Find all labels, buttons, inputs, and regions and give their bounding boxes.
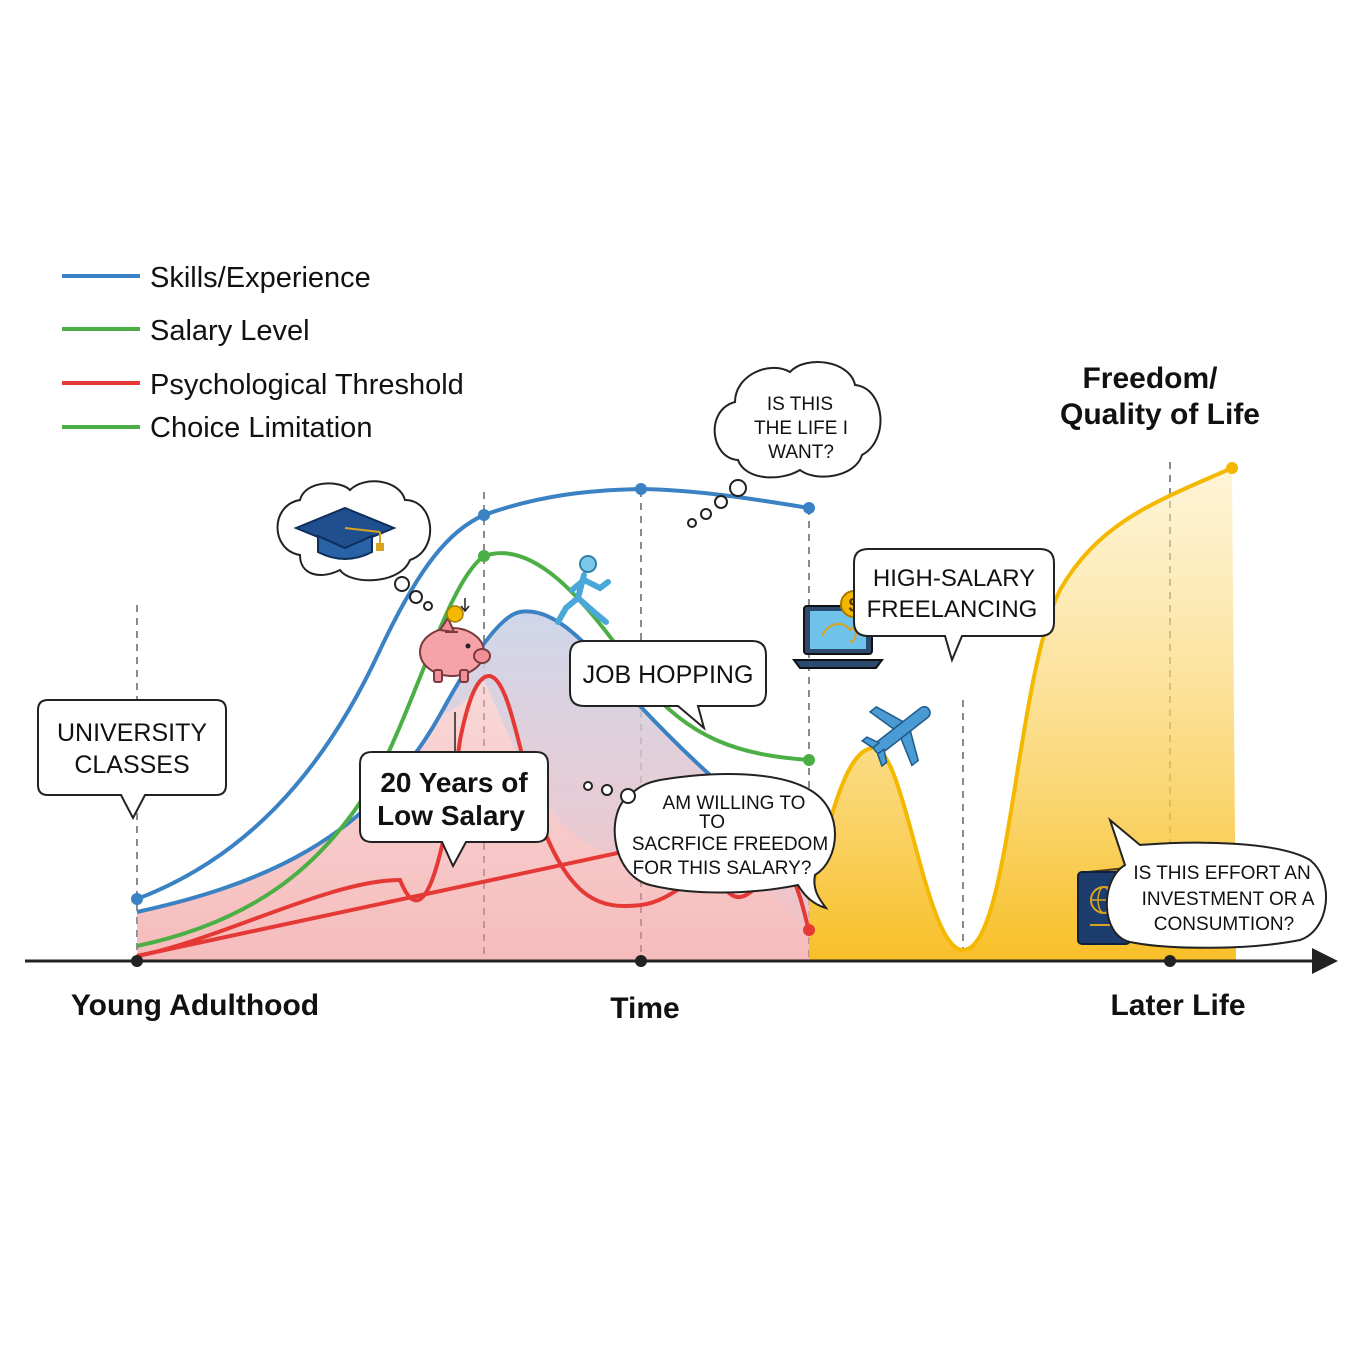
thought-dot: [620, 788, 636, 804]
freedom-title: Freedom/ Quality of Life: [1060, 362, 1260, 431]
university-bubble: [37, 699, 227, 821]
legend-label-choice: Choice Limitation: [150, 412, 372, 444]
point-salary-end: [803, 754, 815, 766]
investment-bubble: [1105, 816, 1327, 949]
sacrifice-line3: SACRFICE FREEDOM: [632, 834, 828, 855]
thought-dot: [601, 784, 613, 796]
coin-icon: [446, 598, 470, 623]
point-skills-start: [131, 893, 143, 905]
freedom-curve: [807, 466, 1233, 953]
point-skills-peak: [478, 509, 490, 521]
point-salary-peak: [478, 550, 490, 562]
running-person-icon: [555, 555, 611, 625]
life-want-thought: IS THIS THE LIFE I WANT?: [687, 361, 882, 528]
low-salary-bubble: [359, 751, 549, 869]
freelancing-bubble: [853, 548, 1055, 663]
freelancing-line2: FREELANCING: [867, 596, 1038, 623]
sacrifice-line2: TO: [699, 812, 725, 833]
life-want-cloud: [713, 361, 882, 479]
axis-label-time: Time: [610, 992, 679, 1025]
point-freedom-end: [1226, 462, 1238, 474]
piggy-bank-icon: [419, 615, 491, 683]
thought-dot: [583, 781, 593, 791]
skills-curve: [136, 486, 810, 901]
sacrifice-line4: FOR THIS SALARY?: [633, 858, 812, 879]
graduation-cap-icon: [293, 506, 397, 560]
thought-dot: [687, 518, 697, 528]
freelancing-callout: HIGH-SALARY FREELANCING: [853, 548, 1055, 663]
freedom-title-line2: Quality of Life: [1060, 398, 1260, 431]
investment-callout: IS THIS EFFORT AN INVESTMENT OR A CONSUM…: [1105, 816, 1327, 949]
axis-tick-later: [1164, 955, 1176, 967]
legend-label-skills: Skills/Experience: [150, 262, 371, 294]
thought-dot: [700, 508, 712, 520]
sacrifice-callout: AM WILLING TO TO SACRFICE FREEDOM FOR TH…: [583, 773, 836, 910]
freelancing-line1: HIGH-SALARY: [873, 565, 1035, 592]
low-salary-line1: 20 Years of: [380, 767, 528, 798]
axis-label-young: Young Adulthood: [71, 989, 319, 1022]
investment-line3: CONSUMTION?: [1154, 914, 1294, 935]
sacrifice-bubble: [613, 773, 836, 910]
thought-dot: [714, 495, 728, 509]
legend-item-threshold: Psychological Threshold: [62, 369, 464, 401]
life-want-line3: WANT?: [768, 442, 834, 463]
university-callout: UNIVERSITY CLASSES: [37, 699, 227, 821]
university-line1: UNIVERSITY: [57, 719, 207, 747]
threshold-trend-line: [136, 846, 642, 958]
life-want-line1: IS THIS: [767, 394, 833, 415]
axis-tick-young: [131, 955, 143, 967]
point-skills-end: [803, 502, 815, 514]
legend: Skills/Experience Salary Level Psycholog…: [62, 262, 464, 444]
investment-line2: INVESTMENT OR A: [1142, 889, 1315, 910]
legend-item-salary: Salary Level: [62, 315, 310, 347]
job-hopping-text: JOB HOPPING: [583, 661, 754, 689]
low-salary-callout: 20 Years of Low Salary: [359, 751, 549, 869]
freedom-title-line1: Freedom/: [1082, 362, 1218, 395]
job-hopping-callout: JOB HOPPING: [569, 640, 767, 731]
graduation-thought: [276, 480, 433, 611]
legend-item-skills: Skills/Experience: [62, 262, 371, 294]
point-threshold-end: [803, 924, 815, 936]
legend-item-choice: Choice Limitation: [62, 412, 372, 444]
low-salary-line2: Low Salary: [377, 800, 525, 831]
axis-label-later: Later Life: [1110, 989, 1245, 1022]
thought-dot: [729, 479, 747, 497]
legend-label-threshold: Psychological Threshold: [150, 369, 464, 401]
point-skills-mid: [635, 483, 647, 495]
thought-dot: [409, 590, 423, 604]
university-line2: CLASSES: [74, 751, 189, 779]
thought-dot: [423, 601, 433, 611]
legend-label-salary: Salary Level: [150, 315, 310, 347]
axis-arrow-icon: [1312, 948, 1338, 974]
investment-line1: IS THIS EFFORT AN: [1133, 863, 1310, 884]
thought-dot: [394, 576, 410, 592]
job-hopping-bubble: [569, 640, 767, 731]
data-points: [131, 462, 1238, 936]
axis-tick-time: [635, 955, 647, 967]
life-want-line2: THE LIFE I: [754, 418, 848, 439]
sacrifice-line1: AM WILLING TO: [663, 793, 806, 814]
skills-curve-lower: [136, 609, 811, 914]
airplane-icon: [860, 706, 931, 768]
time-axis: Young Adulthood Time Later Life: [25, 948, 1338, 1025]
